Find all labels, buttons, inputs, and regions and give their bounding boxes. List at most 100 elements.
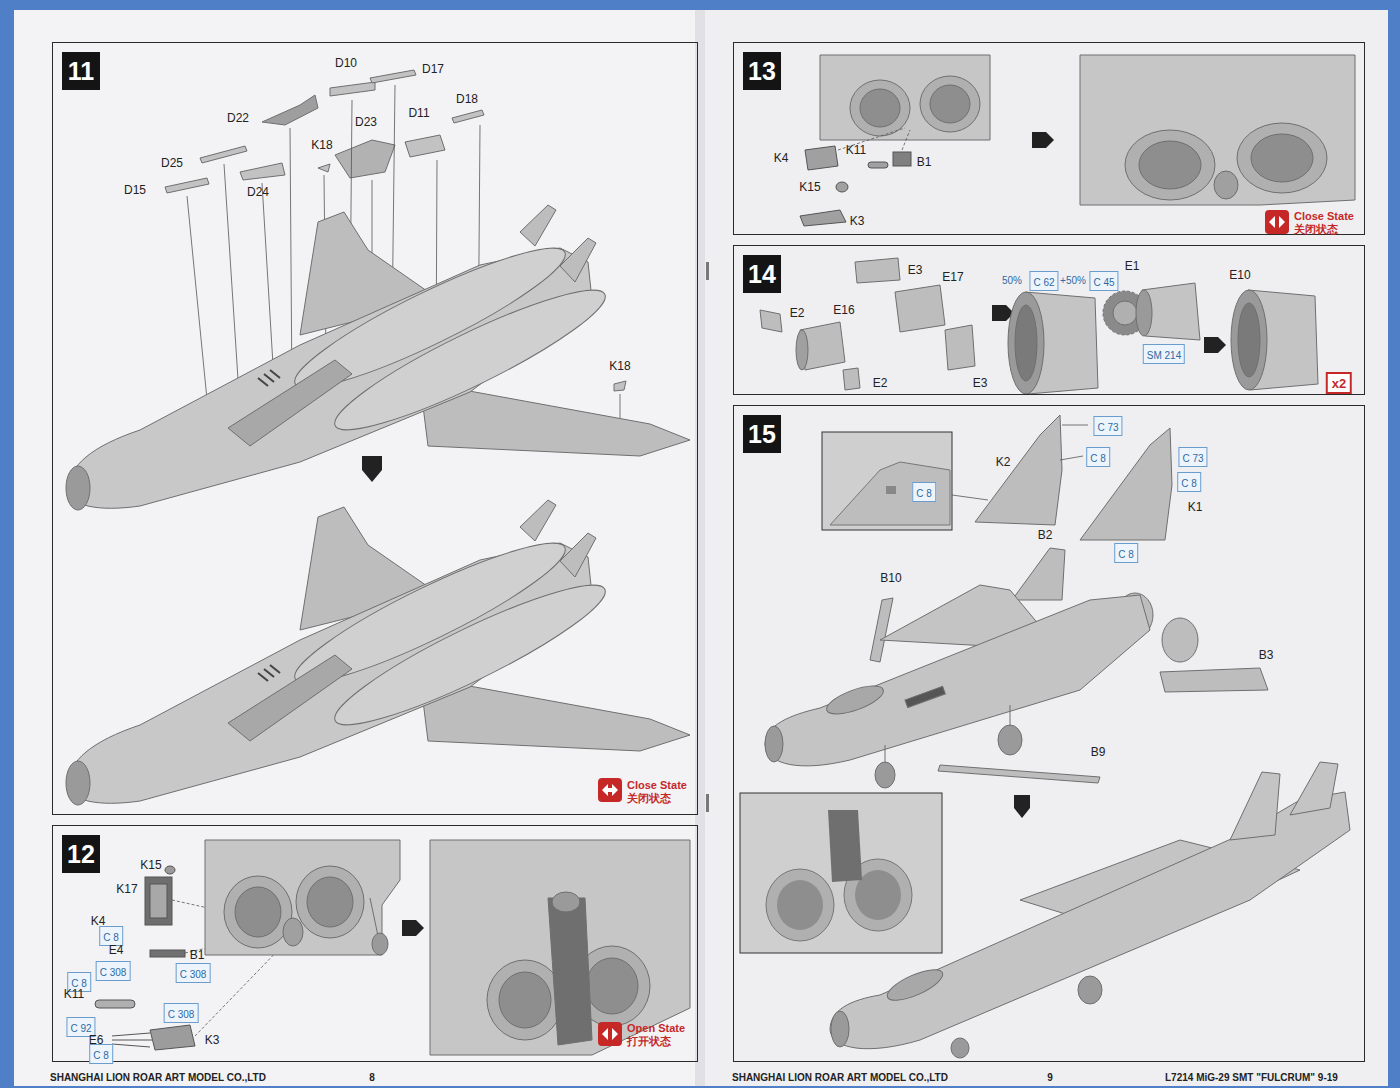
step12-parts [95,1000,135,1008]
leader-lines [838,128,910,150]
rear-fuselage [487,960,563,1040]
part-label: E2 [873,376,888,390]
part-label: K3 [850,214,865,228]
paint-callout: SM 214 [1143,344,1185,364]
part-label: D24 [247,185,269,199]
part-label: E4 [109,943,124,957]
nozzle-parts [945,325,975,370]
state-icon [1269,216,1275,228]
aircraft-top-view [258,370,280,386]
state-icon [602,1028,608,1040]
aircraft-side-view [905,686,945,707]
part-label: E17 [942,270,963,284]
inset-detail [740,793,942,953]
aircraft-top-view [258,378,268,386]
rear-fuselage [930,85,970,123]
paint-callout: C 92 [66,1017,95,1037]
part-label: E10 [1229,268,1250,282]
aircraft-top-view [66,205,690,510]
part-label: D22 [227,111,249,125]
paint-callout: C 8 [67,972,91,992]
step11-parts [330,82,375,96]
paint-callout: C 8 [1177,472,1201,492]
part-label: B1 [917,155,932,169]
step12-parts [95,866,195,1050]
callout-text: SM 214 [1147,350,1181,361]
step-panel: 15C 73C 8C 8C 73C 8C 8 [733,405,1365,1062]
step-number: 11 [62,52,100,90]
rear-fuselage [1080,55,1355,205]
part-label: D18 [456,92,478,106]
step11-parts [165,178,209,193]
nozzle-assembly [1113,301,1137,325]
paint-callout: C 8 [1086,447,1110,467]
part-label: E2 [790,306,805,320]
step-number: 12 [62,835,100,873]
paint-callout: C 73 [1178,447,1207,467]
rear-fuselage [1214,171,1238,199]
paint-ratio: 50% [1002,275,1022,286]
flow-arrow [1032,132,1054,148]
rear-fuselage [1237,123,1327,193]
inset-detail [766,869,834,941]
booklet [706,262,709,280]
rear-fuselage [224,876,292,948]
state-icon [598,778,622,802]
footer-text: L7214 MiG-29 SMT "FULCRUM" 9-19 [1165,1072,1338,1083]
step11-parts [262,95,318,125]
aircraft-side-view [884,964,947,1007]
step11-parts [370,70,416,83]
callout-text: C 308 [168,1009,195,1020]
part-label: K18 [609,359,630,373]
paint-callout: C 8 [89,1044,113,1064]
nozzle-assembly [1231,290,1318,390]
aircraft-top-view [66,466,90,510]
inset-detail [855,870,901,920]
step13-parts [800,210,846,226]
state-icon [1265,210,1289,234]
state-label: Close State [627,779,687,791]
paint-ratio: +50% [1060,275,1086,286]
rear-fuselage [920,76,980,132]
booklet [695,10,705,1086]
nozzle-assembly [1008,292,1044,394]
aircraft-top-view [520,205,556,246]
callout-text: C 8 [103,932,119,943]
paint-callout: C 308 [176,963,211,983]
rear-fuselage [820,55,990,140]
rear-fuselage [499,972,551,1028]
leader-lines [1060,425,1088,460]
nozzle-parts [796,330,808,370]
nozzle-assembly [1238,303,1260,377]
nozzle-assembly [1008,283,1200,394]
callout-text: C 73 [1182,453,1203,464]
step12-parts [112,1033,150,1036]
rear-fuselage [205,840,400,955]
rear-fuselage [820,55,990,140]
state-icon [1279,216,1285,228]
rear-fuselage [372,933,388,955]
callout-text: C 308 [100,967,127,978]
paint-callout: C 45 [1089,271,1118,291]
rear-fuselage [1139,141,1201,189]
inset-detail [886,486,896,494]
aircraft-side-view [831,1011,849,1047]
part-label: B9 [1091,745,1106,759]
booklet [700,10,1388,1086]
aircraft-side-view [823,680,886,719]
state-icon [612,784,618,796]
callout-text: C 73 [1097,422,1118,433]
part-label: D25 [161,156,183,170]
nozzle-parts [843,368,860,390]
part-label: B3 [1259,648,1274,662]
step12-parts [112,1044,150,1047]
aircraft-side-view [1230,772,1280,840]
tail-parts [1160,668,1268,692]
nozzle-parts [855,258,900,283]
rear-fuselage [370,898,378,936]
rear-fuselage [296,866,364,938]
part-label: B1 [190,948,205,962]
part-label: K2 [996,455,1011,469]
